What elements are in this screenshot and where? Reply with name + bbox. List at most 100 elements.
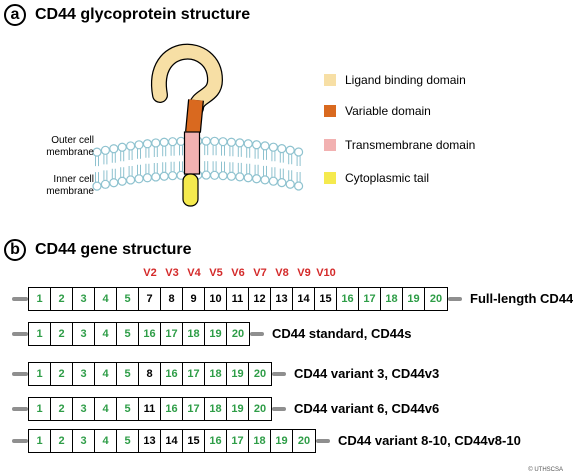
lipid-head	[235, 138, 245, 148]
lipid-head	[92, 181, 102, 191]
exon-cell: 8	[139, 363, 161, 385]
lipid-tail	[162, 146, 167, 157]
variable-exon-label: V5	[209, 267, 223, 279]
lipid-tail	[254, 164, 259, 175]
exon-cell: 20	[253, 403, 267, 415]
lipid-head	[100, 145, 111, 155]
exon-cell: 19	[403, 288, 425, 310]
lipid-head	[201, 136, 211, 146]
exon-cell: 3	[73, 288, 95, 310]
variable-exon-label: V2	[143, 267, 157, 279]
lipid-tail	[137, 148, 141, 159]
exon-cell: 12	[249, 288, 271, 310]
isoform-label: CD44 standard, CD44s	[272, 326, 412, 341]
lipid-head	[277, 178, 287, 188]
lipid-tail	[128, 149, 133, 160]
exon-cell: 20	[231, 328, 245, 340]
exon-cell: 5	[117, 430, 139, 452]
lipid-head	[260, 141, 270, 151]
intron-line-left	[12, 439, 28, 443]
lipid-tail	[95, 172, 99, 183]
lipid-head	[252, 140, 262, 150]
lipid-head	[294, 147, 304, 157]
intron-line-right	[316, 439, 330, 443]
exon-cell: 18	[249, 430, 271, 452]
lipid-tail	[170, 161, 175, 172]
legend-label: Variable domain	[345, 104, 431, 118]
exon-cell: 13	[271, 288, 293, 310]
lipid-head	[126, 141, 136, 151]
lipid-head	[210, 170, 220, 180]
lipid-tail	[288, 154, 293, 165]
lipid-head	[117, 142, 127, 152]
lipid-tail	[111, 168, 116, 179]
exon-cell: 16	[205, 430, 227, 452]
exon-cell: 17	[183, 398, 205, 420]
exon-cell: 5	[117, 323, 139, 345]
lipid-head	[117, 176, 127, 186]
exon-cell: 16	[161, 363, 183, 385]
lipid-tail	[212, 145, 217, 156]
isoform-label: CD44 variant 3, CD44v3	[294, 366, 440, 381]
lipid-tail	[120, 167, 125, 178]
transmembrane-domain	[183, 131, 201, 175]
exon-cell: 4	[95, 398, 117, 420]
intron-line-right	[272, 372, 286, 376]
lipid-head	[210, 136, 220, 146]
variable-exon-label: V8	[275, 267, 289, 279]
legend-label: Ligand binding domain	[345, 73, 466, 87]
legend-variable: Variable domain	[324, 104, 431, 118]
variable-exon-label: V3	[165, 267, 179, 279]
lipid-tail	[145, 163, 150, 174]
exon-cell: 14	[161, 430, 183, 452]
panel-b-title: CD44 gene structure	[35, 241, 192, 258]
lipid-head	[294, 181, 304, 191]
lipid-tail	[145, 147, 150, 158]
lipid-head	[151, 172, 161, 182]
legend-label: Transmembrane domain	[345, 138, 476, 152]
lipid-tail	[162, 162, 167, 173]
legend-transmembrane: Transmembrane domain	[324, 138, 475, 152]
lipid-head	[151, 138, 161, 148]
lipid-head	[285, 145, 295, 155]
variable-exon-label: V4	[187, 267, 201, 279]
lipid-head	[235, 172, 245, 182]
lipid-tail	[153, 162, 158, 173]
lipid-tail	[246, 147, 251, 158]
variable-exon-label: V6	[231, 267, 245, 279]
ligand-swatch	[324, 74, 336, 86]
copyright-notice: © UTHSCSA	[528, 467, 563, 473]
panel-b-badge: b	[4, 239, 26, 261]
exon-cell: 5	[117, 363, 139, 385]
isoform-label: CD44 variant 8-10, CD44v8-10	[338, 433, 521, 448]
exon-cell: 17	[183, 363, 205, 385]
lipid-tail	[153, 146, 158, 157]
variable-exon-label: V9	[297, 267, 311, 279]
lipid-tail	[296, 156, 301, 167]
inner-membrane-label: Inner cell membrane	[46, 174, 94, 197]
lipid-head	[126, 175, 136, 185]
lipid-head	[100, 179, 111, 189]
lipid-head	[92, 147, 102, 157]
intron-line-left	[12, 297, 28, 301]
lipid-tail	[263, 165, 267, 176]
exon-cell: 4	[95, 323, 117, 345]
intron-line-right	[250, 332, 264, 336]
lipid-tail	[221, 161, 225, 172]
exon-cell: 4	[95, 288, 117, 310]
lipid-head	[226, 171, 236, 181]
lipid-tail	[204, 161, 209, 172]
lipid-tail	[279, 152, 284, 163]
exon-cell: 18	[183, 323, 205, 345]
lipid-head	[252, 174, 262, 184]
lipid-tail	[128, 165, 133, 176]
lipid-head	[176, 136, 186, 146]
lipid-head	[260, 175, 270, 185]
exon-cell: 13	[139, 430, 161, 452]
exon-cell: 5	[117, 288, 139, 310]
lipid-head	[134, 174, 144, 184]
lipid-head	[109, 178, 119, 188]
